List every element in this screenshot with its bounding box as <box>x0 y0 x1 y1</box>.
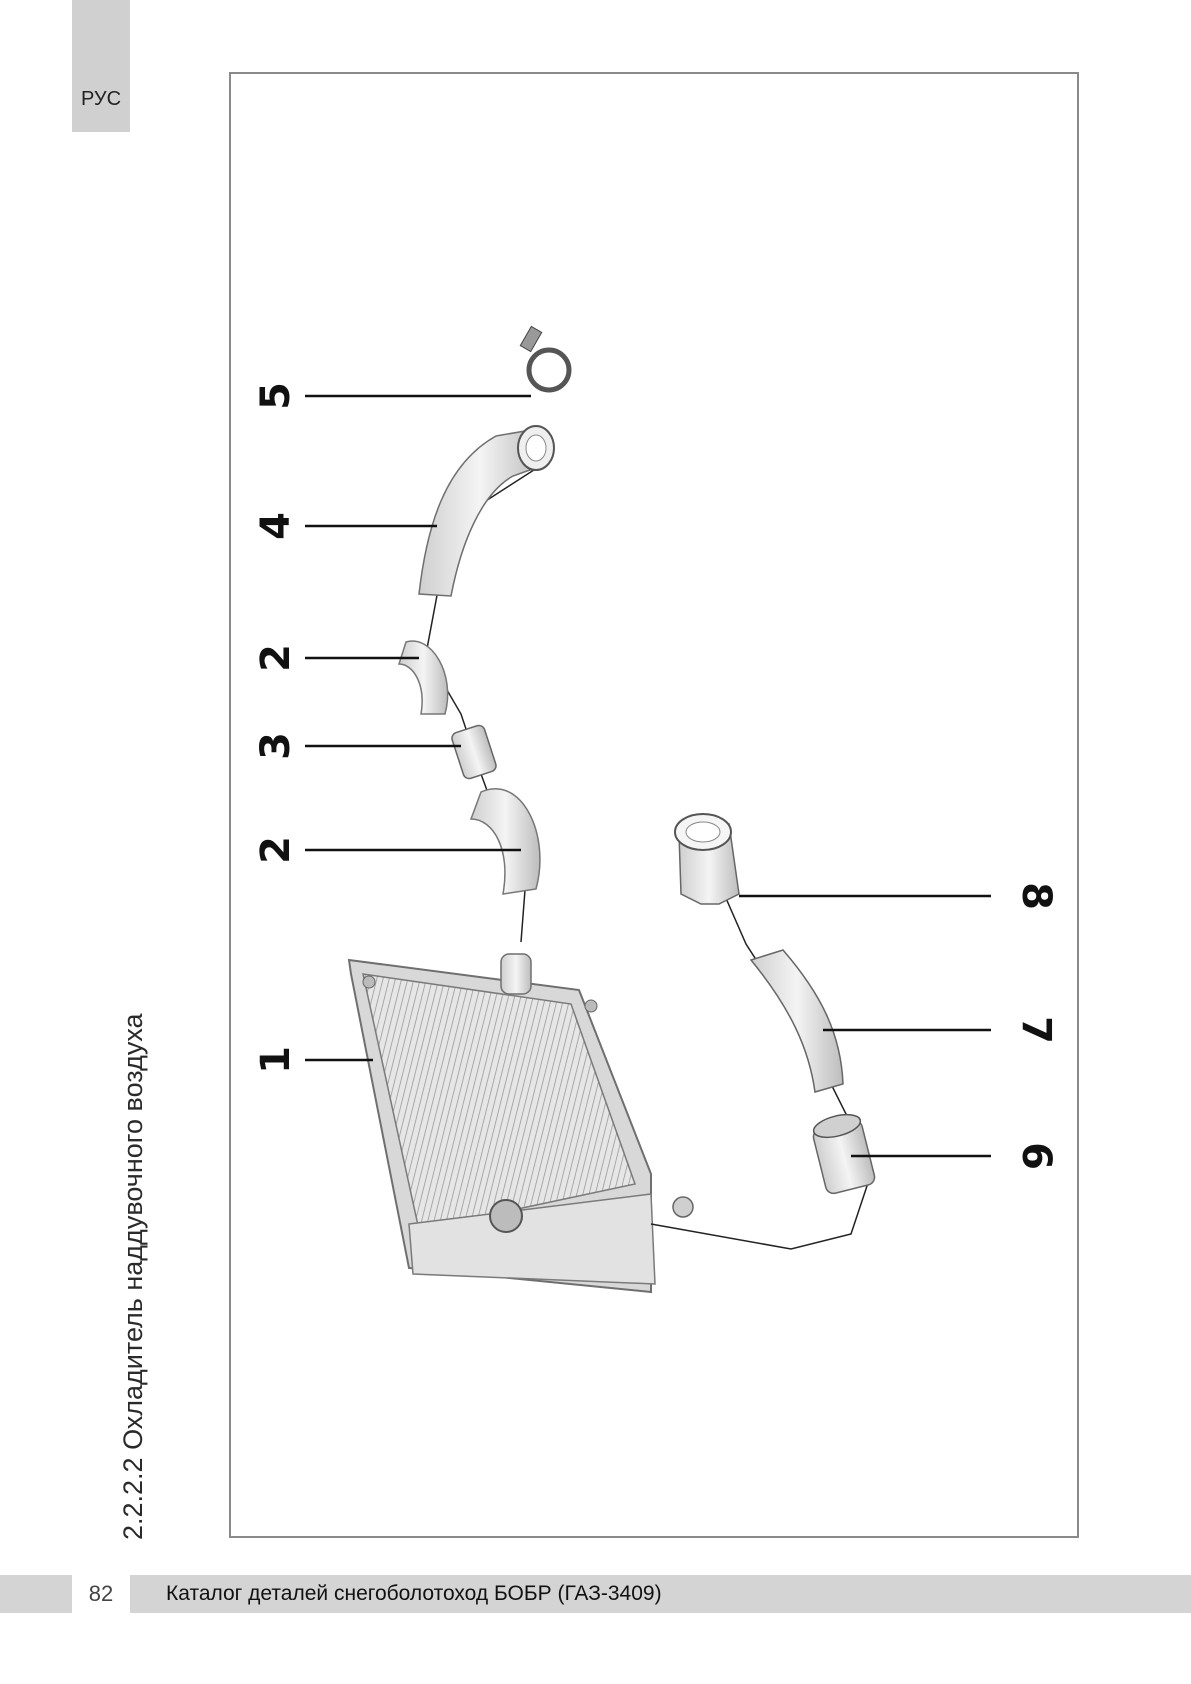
pipe-4 <box>418 425 555 597</box>
catalog-title: Каталог деталей снегоболотоход БОБР (ГАЗ… <box>166 1582 662 1605</box>
callout-7: 7 <box>1013 1016 1059 1044</box>
callout-2-upper: 2 <box>253 644 299 672</box>
footer-bar <box>0 1575 1191 1613</box>
clamp-5 <box>519 325 572 393</box>
hose-7 <box>749 949 844 1093</box>
callout-2-lower: 2 <box>253 836 299 864</box>
exploded-diagram-frame: 5 4 2 3 2 1 8 7 6 <box>229 72 1079 1538</box>
intercooler-radiator <box>347 953 694 1294</box>
hose-2-upper <box>397 640 449 715</box>
reducer-8 <box>674 813 740 905</box>
callout-5: 5 <box>253 382 299 410</box>
language-tab[interactable] <box>72 0 130 132</box>
callout-8: 8 <box>1013 882 1059 910</box>
sleeve-6 <box>812 1113 876 1195</box>
exploded-diagram: 5 4 2 3 2 1 8 7 6 <box>253 325 1059 1294</box>
callout-6: 6 <box>1013 1142 1059 1170</box>
leader-lines <box>305 394 991 1158</box>
callout-3: 3 <box>253 732 299 760</box>
language-label: РУС <box>80 88 122 110</box>
callout-1: 1 <box>253 1046 299 1074</box>
coupling-3 <box>451 724 497 780</box>
page-number: 82 <box>72 1575 130 1613</box>
callout-4: 4 <box>253 512 299 540</box>
section-title: 2.2.2.2 Охладитель наддувочного воздуха <box>118 1013 148 1540</box>
hose-2-lower <box>469 788 541 895</box>
